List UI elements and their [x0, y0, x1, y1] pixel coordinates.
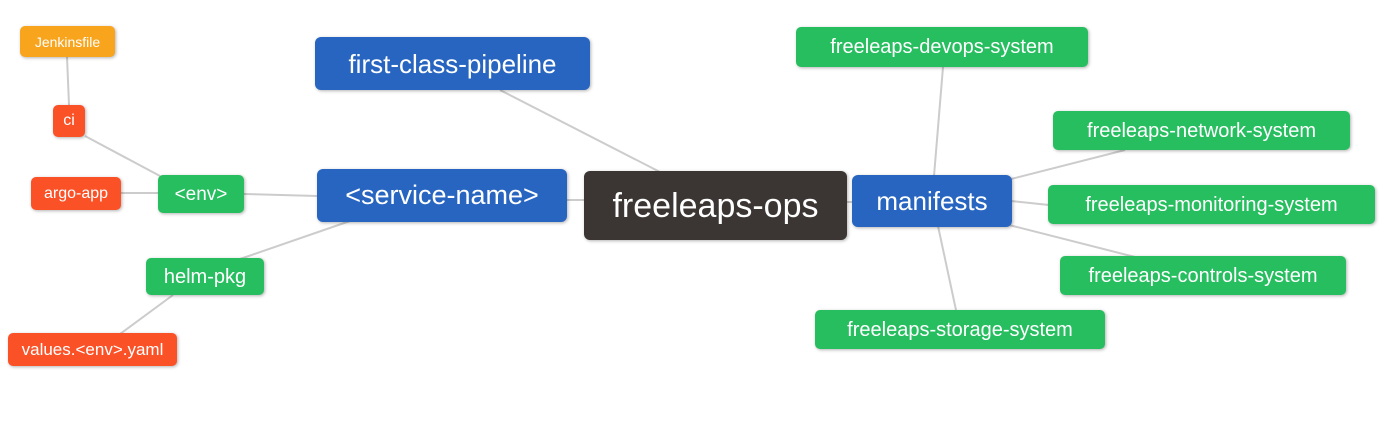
node-values-env-yaml[interactable]: values.<env>.yaml: [8, 333, 177, 366]
edge-manifests-network: [1010, 149, 1126, 180]
node-ci[interactable]: ci: [53, 105, 85, 137]
node-argo-app[interactable]: argo-app: [31, 177, 121, 210]
node-freeleaps-ops-root[interactable]: freeleaps-ops: [584, 171, 847, 240]
node-service-name[interactable]: <service-name>: [317, 169, 567, 222]
edge-ci-env: [84, 135, 161, 177]
node-freeleaps-network-system[interactable]: freeleaps-network-system: [1053, 111, 1350, 150]
edge-pipeline-root: [499, 89, 661, 173]
edge-env-service-name: [243, 193, 318, 197]
edge-manifests-controls: [1008, 224, 1136, 258]
edge-manifests-devops: [933, 66, 944, 177]
node-freeleaps-devops-system[interactable]: freeleaps-devops-system: [796, 27, 1088, 67]
node-manifests[interactable]: manifests: [852, 175, 1012, 227]
edge-manifests-storage: [937, 225, 957, 311]
node-first-class-pipeline[interactable]: first-class-pipeline: [315, 37, 590, 90]
node-jenkinsfile[interactable]: Jenkinsfile: [20, 26, 115, 57]
edge-helm-pkg-service-name: [239, 220, 351, 260]
node-env[interactable]: <env>: [158, 175, 244, 213]
edge-manifests-monitoring: [1010, 200, 1050, 206]
edge-jenkinsfile-ci: [66, 56, 70, 106]
node-freeleaps-monitoring-system[interactable]: freeleaps-monitoring-system: [1048, 185, 1375, 224]
node-helm-pkg[interactable]: helm-pkg: [146, 258, 264, 295]
node-freeleaps-storage-system[interactable]: freeleaps-storage-system: [815, 310, 1105, 349]
node-freeleaps-controls-system[interactable]: freeleaps-controls-system: [1060, 256, 1346, 295]
edge-values-helm-pkg: [119, 294, 174, 335]
